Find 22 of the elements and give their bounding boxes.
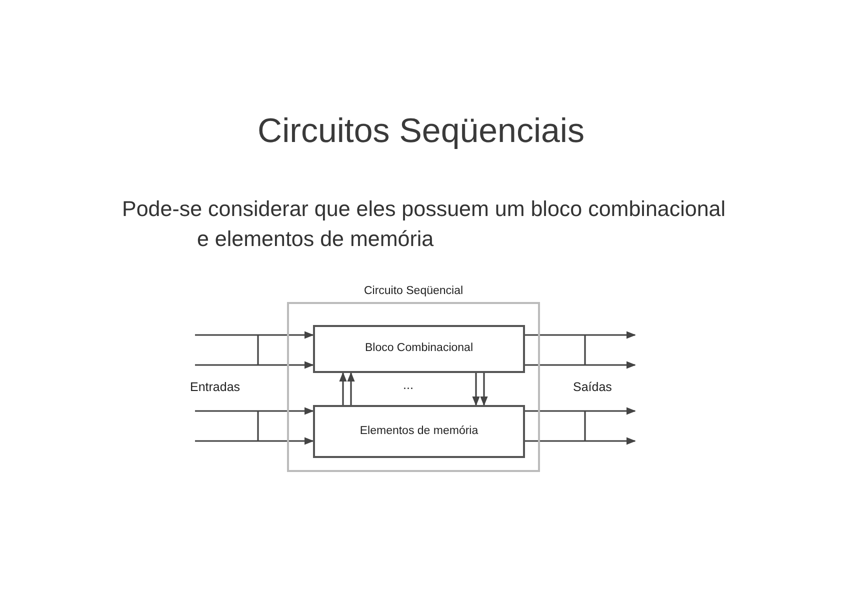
arrow	[525, 361, 636, 369]
arrow	[195, 437, 314, 445]
arrow	[339, 372, 347, 405]
process-box	[313, 325, 525, 373]
arrow	[472, 373, 480, 406]
outputs-label: Saídas	[573, 380, 612, 394]
arrow	[195, 407, 314, 415]
slide-title: Circuitos Seqüenciais	[256, 112, 586, 151]
arrow	[347, 372, 355, 405]
block-label: Bloco Combinacional	[364, 341, 474, 356]
arrow	[525, 437, 636, 445]
inputs-label: Entradas	[190, 380, 240, 394]
arrow	[195, 361, 314, 369]
process-box	[313, 405, 525, 458]
block-label: Elementos de memória	[360, 424, 478, 439]
ellipsis-label: ...	[403, 378, 414, 392]
arrow	[525, 407, 636, 415]
intro-text: Pode-se considerar que eles possuem um bloco combinacional e elementos de memória	[122, 196, 727, 254]
frame-heading: Circuito Seqüencial	[362, 284, 464, 299]
arrow	[525, 331, 636, 339]
arrow	[195, 331, 314, 339]
arrow	[480, 373, 488, 406]
